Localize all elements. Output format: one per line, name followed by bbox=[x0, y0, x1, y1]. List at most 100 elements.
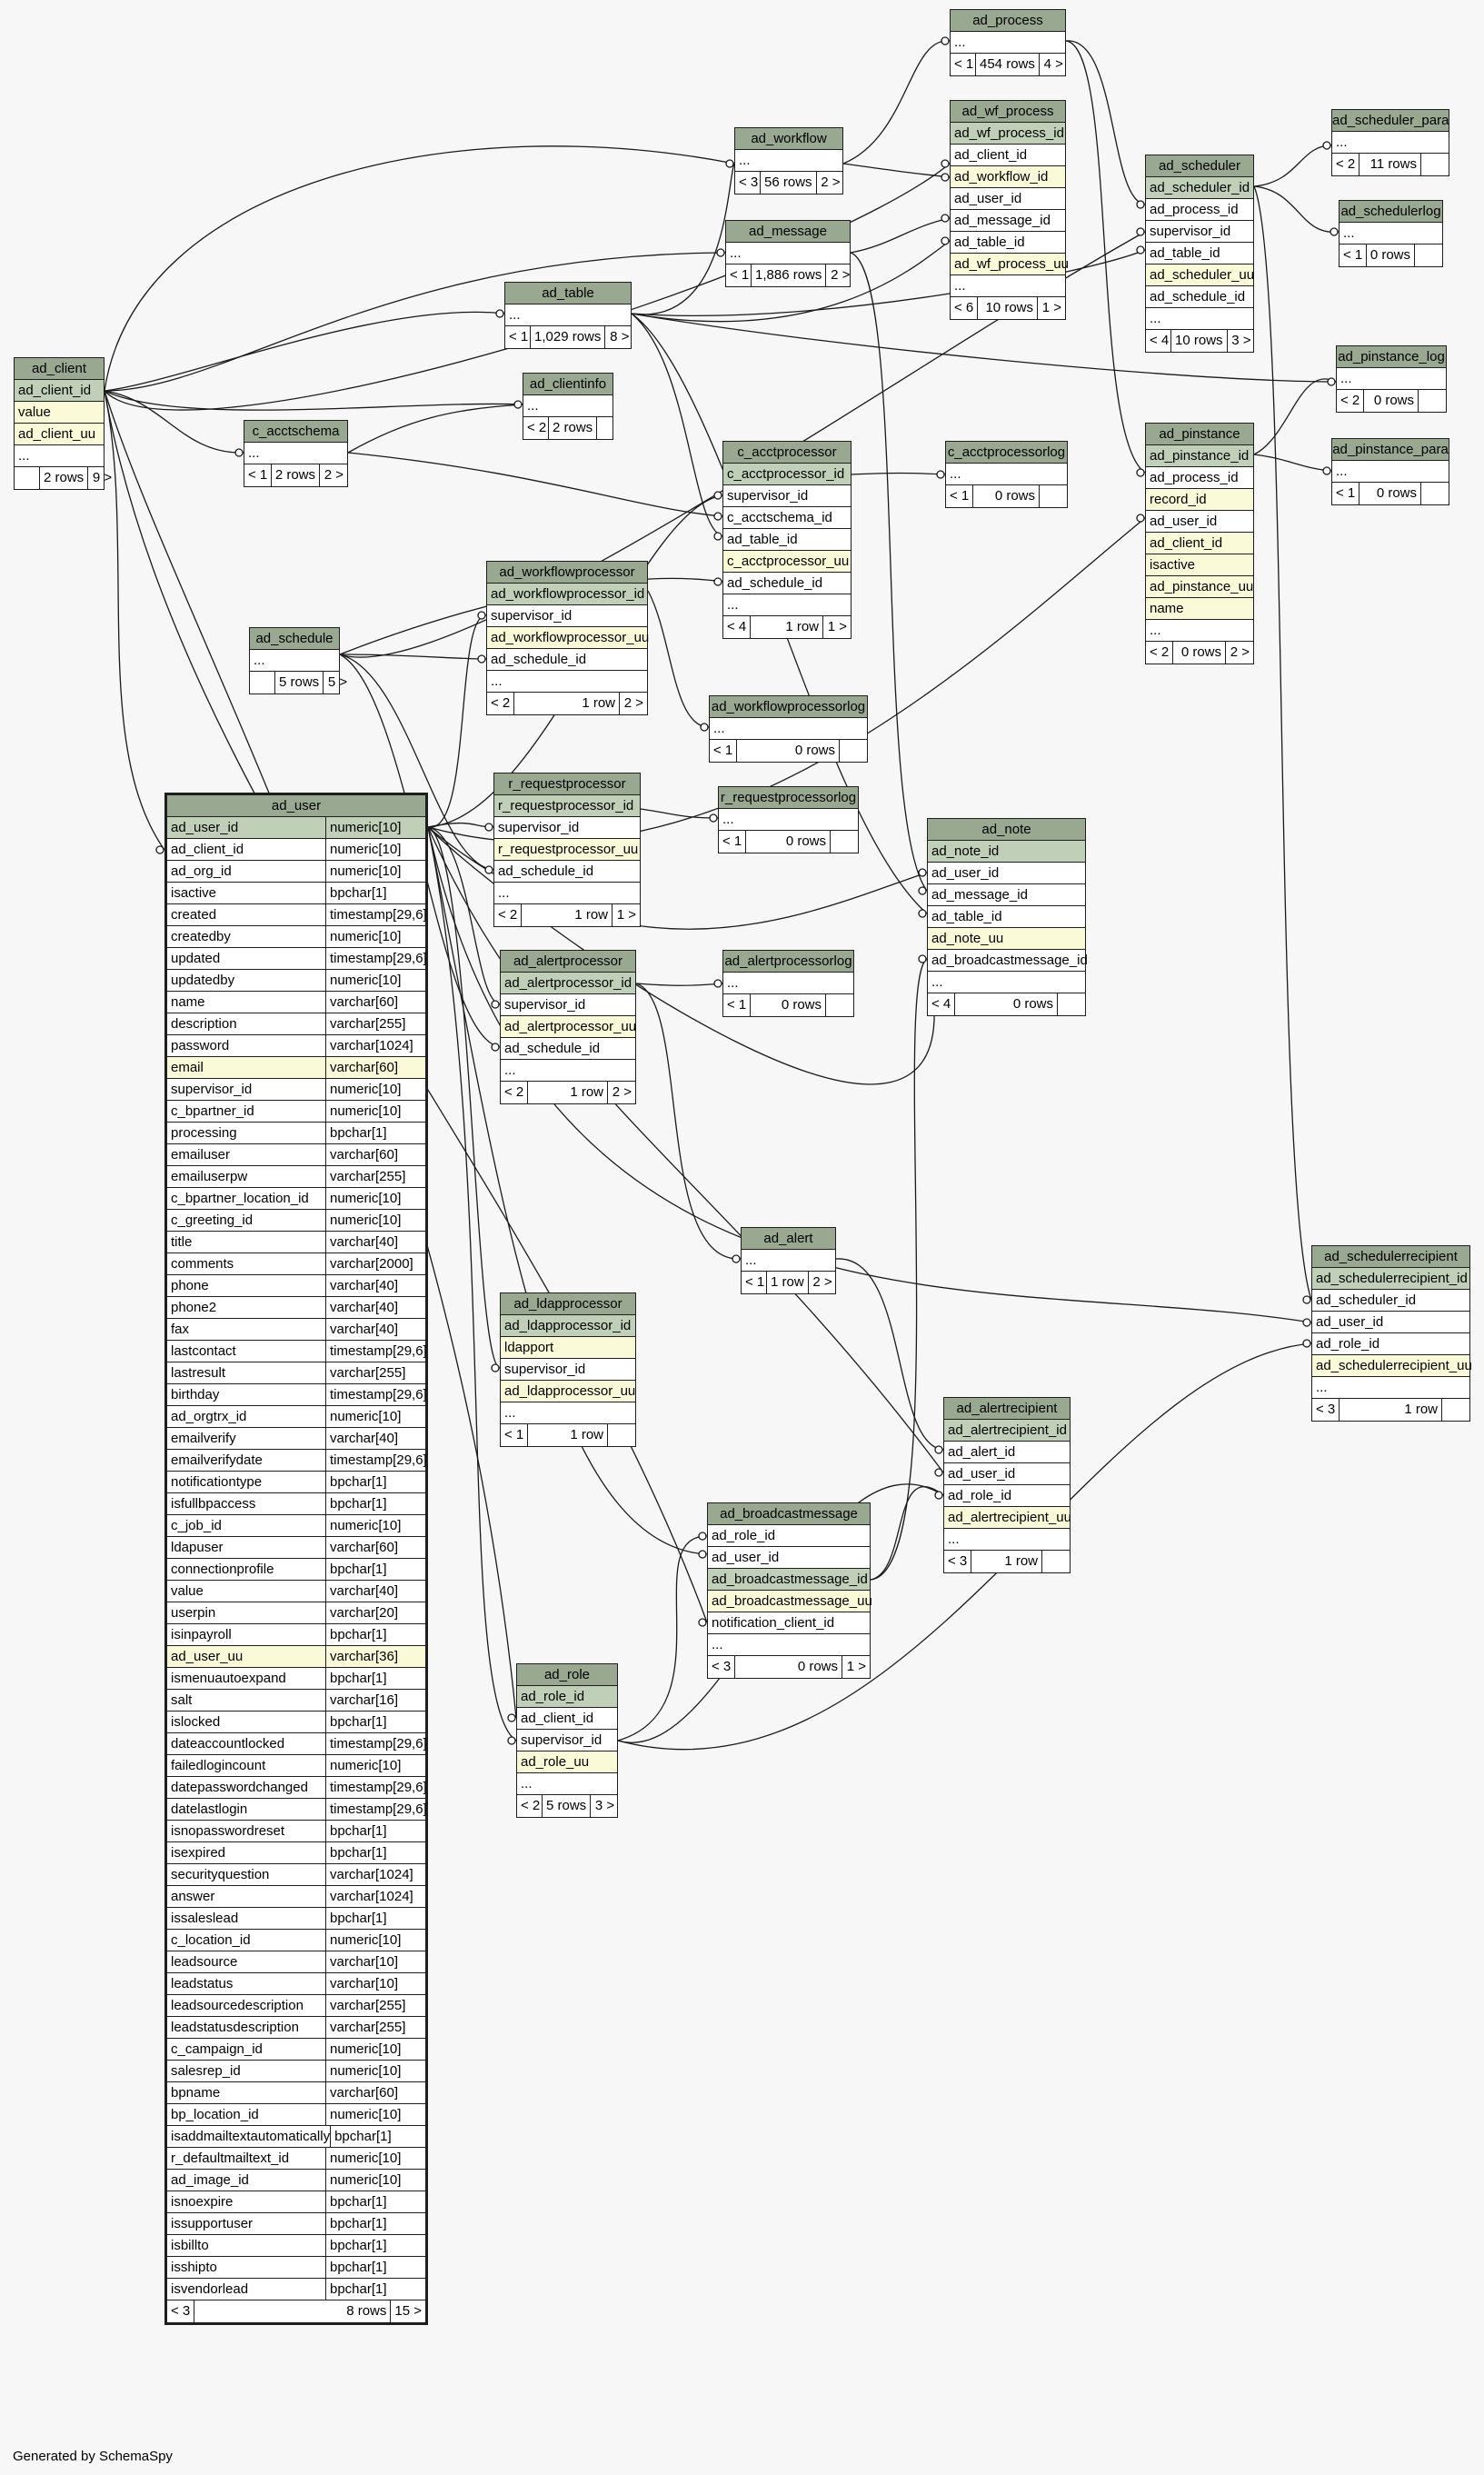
column-row[interactable]: ad_broadcastmessage_uu bbox=[708, 1591, 872, 1612]
column-row[interactable]: ad_wf_process_uu bbox=[951, 254, 1069, 275]
table-title[interactable]: ad_pinstance bbox=[1146, 424, 1253, 445]
column-row[interactable]: ad_process_id bbox=[1146, 199, 1253, 221]
column-row[interactable]: supervisor_id bbox=[501, 994, 635, 1016]
column-row[interactable]: ... bbox=[15, 445, 104, 467]
column-row[interactable]: supervisor_id bbox=[723, 485, 851, 507]
column-row[interactable]: ... bbox=[517, 1773, 617, 1795]
column-row[interactable]: ... bbox=[244, 443, 347, 464]
table-title[interactable]: ad_pinstance_log bbox=[1337, 346, 1446, 368]
parents-count[interactable]: < 1 bbox=[1332, 483, 1360, 504]
table-title[interactable]: ad_alertprocessor bbox=[501, 951, 635, 973]
children-count[interactable]: 15 > bbox=[394, 2303, 422, 2319]
column-row[interactable]: ... bbox=[501, 1402, 635, 1424]
column-row[interactable]: ad_table_id bbox=[723, 529, 851, 551]
column-row[interactable]: ad_scheduler_id bbox=[1312, 1290, 1469, 1312]
table-title[interactable]: ad_workflowprocessor bbox=[487, 562, 647, 584]
column-row[interactable]: ... bbox=[723, 973, 853, 994]
column-row[interactable]: ... bbox=[944, 1529, 1070, 1551]
table-title[interactable]: ad_alert bbox=[742, 1228, 835, 1250]
column-row[interactable]: ldapport bbox=[501, 1337, 635, 1359]
column-row[interactable]: ad_pinstance_id bbox=[1146, 445, 1253, 467]
column-row[interactable]: ... bbox=[708, 1634, 870, 1656]
column-row[interactable]: ad_alertprocessor_uu bbox=[501, 1016, 636, 1038]
table-title[interactable]: ad_alertrecipient bbox=[944, 1398, 1070, 1420]
column-row[interactable]: supervisor_id bbox=[501, 1359, 635, 1381]
column-row[interactable]: ... bbox=[494, 883, 640, 904]
column-row[interactable]: ... bbox=[726, 243, 850, 264]
column-row[interactable]: ad_user_id bbox=[1312, 1312, 1469, 1333]
column-row[interactable]: ... bbox=[1340, 223, 1442, 245]
column-row[interactable]: ad_user_id bbox=[951, 188, 1065, 210]
column-row[interactable]: ad_schedule_id bbox=[494, 861, 640, 883]
column-row[interactable]: ad_schedulerrecipient_id bbox=[1312, 1268, 1469, 1290]
column-row[interactable]: ad_table_id bbox=[928, 906, 1085, 928]
parents-count[interactable]: < 1 bbox=[710, 740, 738, 762]
column-row[interactable]: ad_client_id bbox=[951, 145, 1065, 166]
column-row[interactable]: ad_process_id bbox=[1146, 467, 1253, 489]
column-row[interactable]: record_id bbox=[1146, 489, 1253, 511]
parents-count[interactable]: < 1 bbox=[1340, 245, 1367, 266]
table-title[interactable]: ad_ldapprocessor bbox=[501, 1293, 635, 1315]
column-row[interactable]: ad_note_id bbox=[928, 841, 1085, 863]
column-row[interactable]: ad_role_id bbox=[708, 1525, 870, 1547]
column-row[interactable]: ... bbox=[710, 718, 867, 740]
column-row[interactable]: ad_alertrecipient_id bbox=[944, 1420, 1070, 1442]
column-row[interactable]: notification_client_id bbox=[708, 1612, 870, 1634]
table-title[interactable]: ad_alertprocessorlog bbox=[723, 951, 853, 973]
column-row[interactable]: ad_schedule_id bbox=[501, 1038, 635, 1060]
children-count[interactable]: 2 > bbox=[324, 467, 344, 483]
children-count[interactable]: 2 > bbox=[831, 267, 851, 283]
parents-count[interactable]: < 2 bbox=[1337, 390, 1365, 412]
column-row[interactable]: ad_schedule_id bbox=[723, 573, 851, 594]
column-row[interactable]: supervisor_id bbox=[517, 1730, 617, 1751]
table-title[interactable]: ad_user bbox=[167, 795, 425, 817]
column-row[interactable]: ad_broadcastmessage_id bbox=[708, 1569, 870, 1591]
column-row[interactable]: c_acctprocessor_id bbox=[723, 464, 851, 485]
table-title[interactable]: ad_schedulerlog bbox=[1340, 201, 1442, 223]
column-row[interactable]: ad_schedulerrecipient_uu bbox=[1312, 1355, 1472, 1377]
parents-count[interactable]: < 4 bbox=[723, 616, 752, 638]
children-count[interactable]: 4 > bbox=[1043, 56, 1063, 72]
column-row[interactable]: ad_user_id bbox=[928, 863, 1085, 884]
children-count[interactable] bbox=[597, 417, 624, 439]
column-row[interactable]: ad_user_id bbox=[944, 1463, 1070, 1485]
children-count[interactable]: 1 > bbox=[1041, 300, 1061, 315]
children-count[interactable]: 2 > bbox=[612, 1084, 632, 1100]
column-row[interactable]: ... bbox=[928, 972, 1085, 993]
